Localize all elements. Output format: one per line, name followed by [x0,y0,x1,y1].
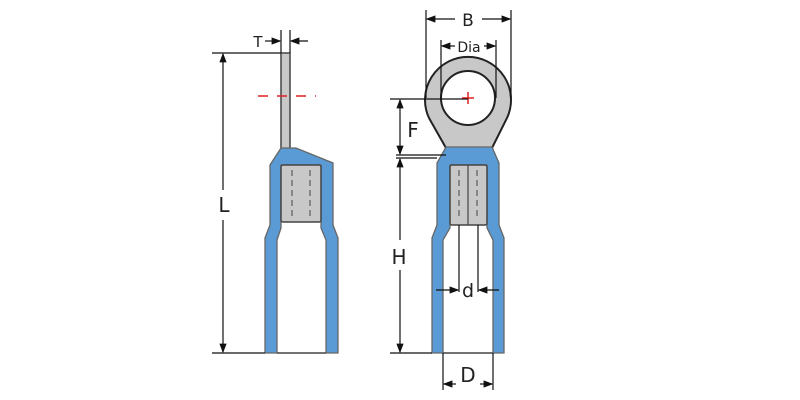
label-L: L [218,193,230,217]
center-cross [462,92,474,104]
dimension-d: d [436,225,499,302]
dimension-B: B [425,10,512,98]
label-D: D [460,363,475,387]
side-view [258,52,339,354]
label-F: F [407,118,419,142]
dimension-F: F [390,98,468,156]
label-d: d [462,280,474,302]
label-B: B [462,11,474,31]
dimension-Dia: Dia [440,40,497,98]
dimension-T: T [252,30,308,53]
barrel-side [280,164,322,223]
dimension-L: L [212,52,281,354]
label-Dia: Dia [457,40,480,56]
dimension-H: H [390,157,437,354]
label-T: T [252,33,263,51]
front-view [424,55,512,354]
dimension-D: D [442,353,494,390]
label-H: H [391,245,406,269]
